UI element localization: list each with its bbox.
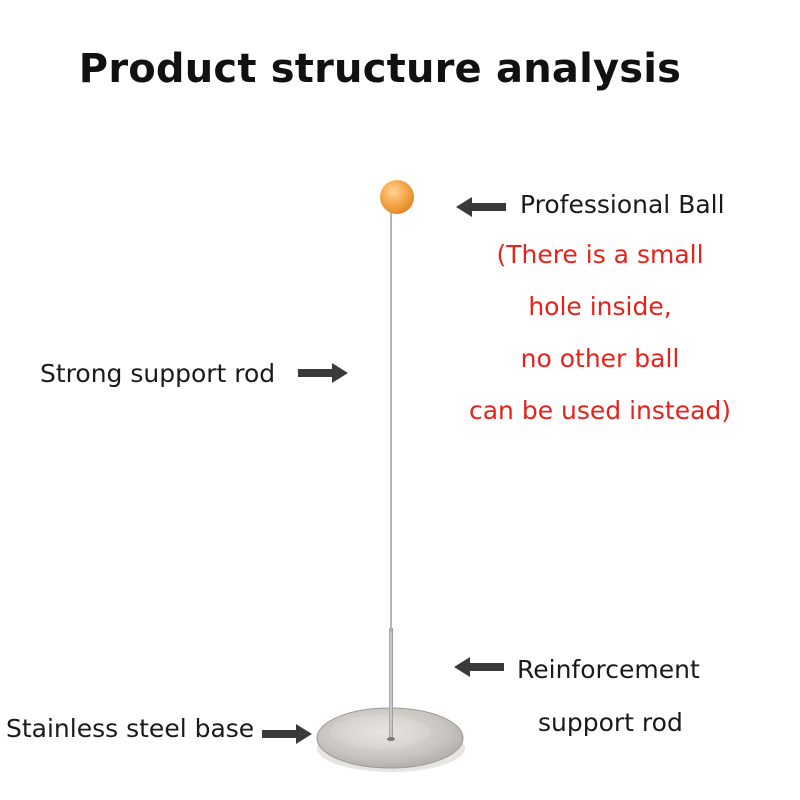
ball-note: (There is a small hole inside, no other … [440,229,760,437]
support-rod [390,212,392,632]
arrow-left-icon [456,197,506,217]
ball-note-line: (There is a small [496,240,704,269]
rod-collar [387,737,395,741]
professional-ball [380,180,414,214]
ball-note-line: can be used instead) [468,396,732,425]
ball-note-line: no other ball [520,344,680,373]
reinforcement-label-line2: support rod [538,708,683,737]
page-title: Product structure analysis [78,46,682,92]
stainless-steel-base-label: Stainless steel base [6,714,255,743]
base-highlight [330,715,430,749]
arrow-right-icon [298,363,348,383]
arrow-left-icon [454,657,504,677]
reinforcement-rod [389,628,393,740]
professional-ball-label: Professional Ball [520,190,725,219]
ball-note-line: hole inside, [528,292,672,321]
reinforcement-label-line1: Reinforcement [517,655,700,684]
arrow-right-icon [262,724,312,744]
strong-support-rod-label: Strong support rod [40,359,276,388]
